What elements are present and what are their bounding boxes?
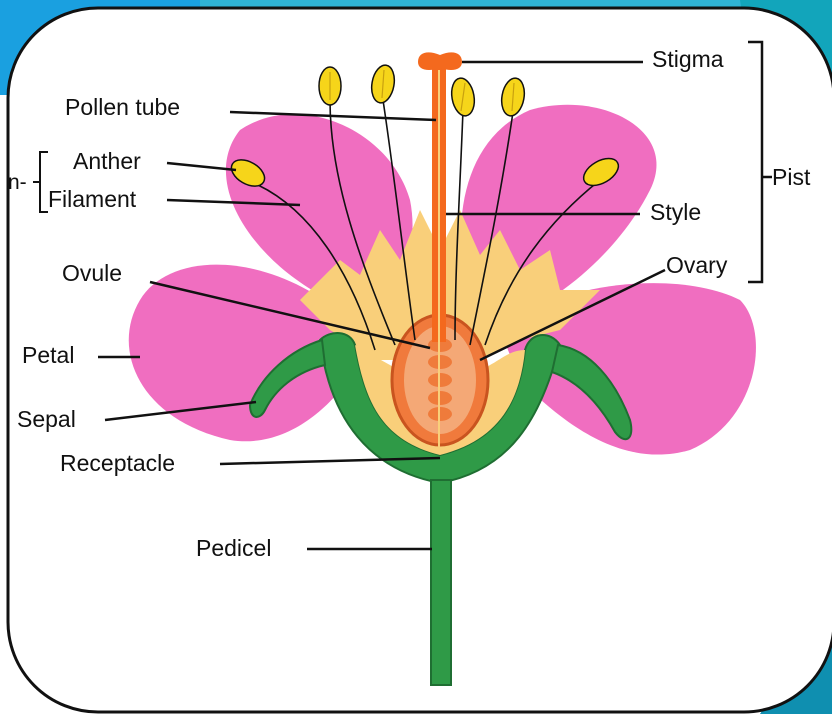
label-stamen-partial: n- [8,172,27,193]
label-sepal: Sepal [17,408,76,431]
label-petal: Petal [22,344,74,367]
label-pedicel: Pedicel [196,537,271,560]
label-ovary: Ovary [666,254,727,277]
label-style: Style [650,201,701,224]
label-anther: Anther [73,150,141,173]
label-pistil-partial: Pist [772,166,810,189]
stigma [418,52,462,70]
label-filament: Filament [48,188,136,211]
label-stigma: Stigma [652,48,724,71]
label-pollen-tube: Pollen tube [65,96,180,119]
label-receptacle: Receptacle [60,452,175,475]
label-ovule: Ovule [62,262,122,285]
pedicel-stem [431,480,451,685]
